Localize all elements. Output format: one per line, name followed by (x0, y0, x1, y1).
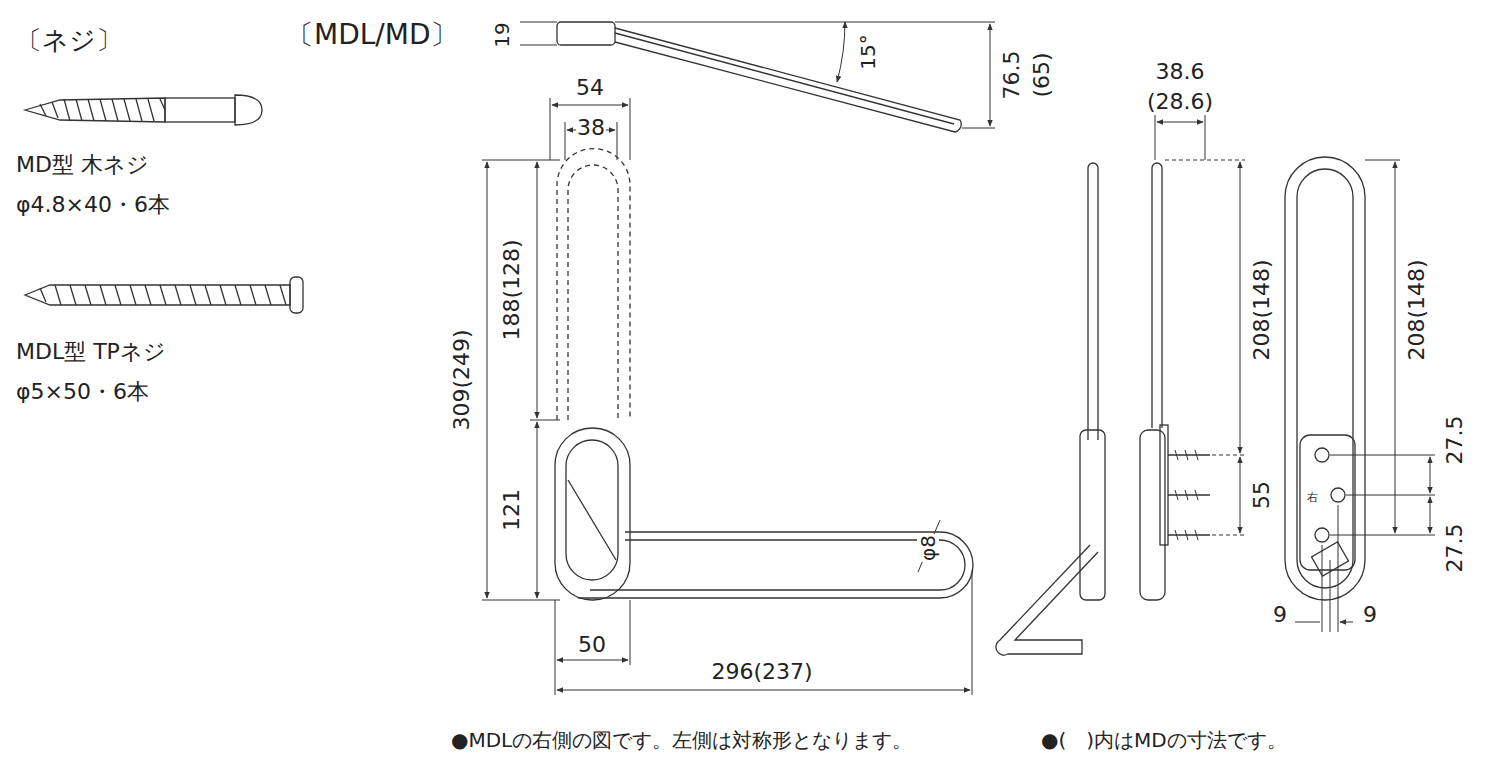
dimension-label: 188(128) (500, 238, 524, 341)
tp-screw (25, 277, 303, 313)
dimension-label: 9 (1362, 603, 1378, 627)
dimension-label: 54 (575, 76, 605, 100)
wood-screw (25, 95, 262, 125)
dimension-label: 208(148) (1405, 258, 1429, 361)
dimension-label: 9 (1272, 603, 1288, 627)
dimension-label: (65) (1030, 51, 1054, 98)
dimension-label: 55 (1250, 480, 1274, 510)
dimension-label: 15° (857, 33, 879, 70)
part-marking: 右 (1306, 492, 1319, 504)
screw-spec: φ4.8×40・6本 (15, 193, 171, 217)
dimension-label: 208(148) (1250, 258, 1274, 361)
dimension-label: 27.5 (1443, 523, 1467, 574)
dimension-label: 309(249) (450, 328, 474, 431)
section-heading: 〔ネジ〕 (15, 26, 123, 55)
note-text: ●MDLの右側の図です。左側は対称形となります。 (450, 729, 913, 751)
note-text: ●( )内はMDの寸法です。 (1040, 729, 1288, 751)
screw-spec: MD型 木ネジ (15, 153, 150, 177)
dimension-label: 296(237) (710, 660, 813, 684)
dimension-label: φ8 (917, 534, 939, 562)
dimension-label: 19 (491, 21, 513, 48)
screw-spec: φ5×50・6本 (15, 380, 150, 404)
dimension-label: 76.5 (1000, 50, 1024, 101)
dimension-label: 38 (576, 116, 606, 140)
dimension-label: 27.5 (1443, 415, 1467, 466)
side-view-mounted (1140, 115, 1245, 600)
dimension-label: 121 (500, 488, 524, 532)
dimension-label: 50 (577, 633, 607, 657)
dimension-label: 38.6 (1155, 60, 1206, 84)
back-view (1285, 157, 1435, 632)
dimension-label: (28.6) (1146, 90, 1214, 114)
screw-spec: MDL型 TPネジ (15, 340, 167, 364)
section-heading: 〔MDL/MD〕 (285, 20, 459, 51)
side-view-folded (996, 163, 1105, 655)
front-view (482, 98, 973, 695)
